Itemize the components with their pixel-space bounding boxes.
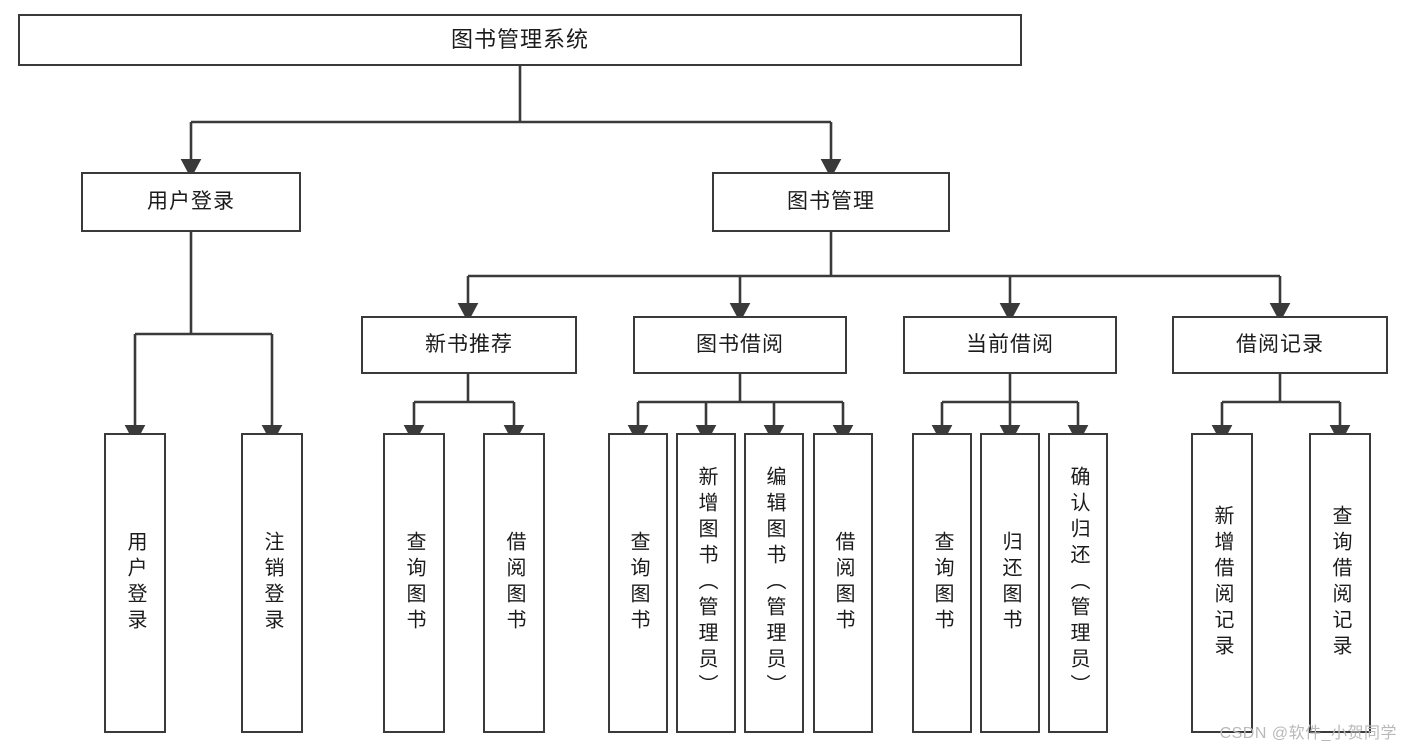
node-label: 查询图书 (931, 531, 953, 635)
node-label: 借阅记录 (1236, 333, 1324, 357)
node-borrow-record[interactable]: 借阅记录 (1172, 316, 1388, 374)
leaf-user-login-login[interactable]: 用户登录 (104, 433, 166, 733)
leaf-borrow-record-query-record[interactable]: 查询借阅记录 (1309, 433, 1371, 733)
csdn-watermark: CSDN @软件_小贺同学 (1219, 725, 1397, 742)
node-label: 用户登录 (124, 531, 146, 635)
node-label: 借阅图书 (832, 531, 854, 635)
node-label: 归还图书 (999, 531, 1021, 635)
leaf-new-book-query-books[interactable]: 查询图书 (383, 433, 445, 733)
node-label: 确认归还（管理员） (1067, 466, 1089, 700)
leaf-current-borrow-query-books[interactable]: 查询图书 (912, 433, 972, 733)
node-label: 新增图书（管理员） (695, 466, 717, 700)
node-label: 查询借阅记录 (1329, 505, 1351, 661)
node-root-system[interactable]: 图书管理系统 (18, 14, 1022, 66)
node-label: 查询图书 (627, 531, 649, 635)
node-label: 图书借阅 (696, 333, 784, 357)
leaf-book-borrow-borrow-books[interactable]: 借阅图书 (813, 433, 873, 733)
node-label: 图书管理系统 (450, 26, 589, 52)
node-label: 新增借阅记录 (1211, 505, 1233, 661)
node-new-book-recommend[interactable]: 新书推荐 (361, 316, 577, 374)
leaf-user-login-logout[interactable]: 注销登录 (241, 433, 303, 733)
node-label: 当前借阅 (966, 333, 1054, 357)
node-label: 新书推荐 (425, 333, 513, 357)
node-label: 查询图书 (403, 531, 425, 635)
node-label: 用户登录 (147, 190, 235, 214)
node-book-management[interactable]: 图书管理 (712, 172, 950, 232)
leaf-book-borrow-add-book-admin[interactable]: 新增图书（管理员） (676, 433, 736, 733)
leaf-current-borrow-confirm-return-admin[interactable]: 确认归还（管理员） (1048, 433, 1108, 733)
node-current-borrow[interactable]: 当前借阅 (903, 316, 1117, 374)
node-book-borrow[interactable]: 图书借阅 (633, 316, 847, 374)
leaf-book-borrow-edit-book-admin[interactable]: 编辑图书（管理员） (744, 433, 804, 733)
leaf-borrow-record-add-record[interactable]: 新增借阅记录 (1191, 433, 1253, 733)
leaf-current-borrow-return-books[interactable]: 归还图书 (980, 433, 1040, 733)
node-label: 编辑图书（管理员） (763, 466, 785, 700)
node-label: 借阅图书 (503, 531, 525, 635)
node-label: 图书管理 (787, 190, 875, 214)
leaf-new-book-borrow-books[interactable]: 借阅图书 (483, 433, 545, 733)
leaf-book-borrow-query-books[interactable]: 查询图书 (608, 433, 668, 733)
node-label: 注销登录 (261, 531, 283, 635)
node-user-login[interactable]: 用户登录 (81, 172, 301, 232)
